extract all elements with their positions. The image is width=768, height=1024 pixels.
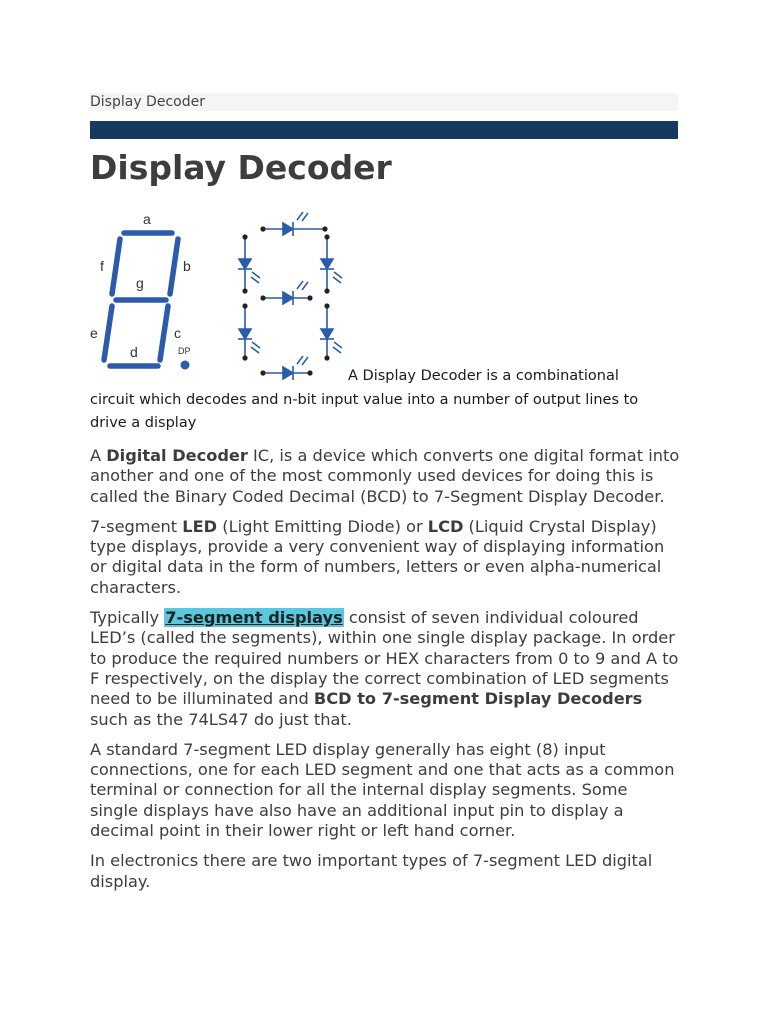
breadcrumb-label[interactable]: Display Decoder bbox=[90, 94, 205, 110]
bold-term: BCD to 7-segment Display Decoders bbox=[313, 689, 643, 709]
figure-caption-line1: A Display Decoder is a combinational bbox=[348, 368, 619, 384]
led-terminals bbox=[242, 226, 330, 376]
figure-caption-line2: circuit which decodes and n-bit input va… bbox=[90, 392, 639, 408]
paragraph-typically: Typically 7-segment displays consist of … bbox=[90, 608, 680, 730]
figure-caption-line3: drive a display bbox=[90, 415, 197, 431]
breadcrumb: Display Decoder bbox=[90, 93, 678, 111]
label-g: g bbox=[136, 275, 144, 291]
text-run: (Liquid Crystal Display) type displays, … bbox=[90, 516, 665, 597]
segment-e bbox=[101, 303, 115, 363]
bold-term: Digital Decoder bbox=[106, 446, 248, 465]
decimal-point bbox=[180, 360, 190, 370]
label-e: e bbox=[90, 325, 98, 341]
label-b: b bbox=[183, 258, 191, 274]
segment-c bbox=[157, 303, 171, 363]
label-f: f bbox=[100, 258, 104, 274]
text-run: IC, is a device which converts one digit… bbox=[90, 446, 680, 506]
figure-caption-continued: circuit which decodes and n-bit input va… bbox=[90, 389, 678, 435]
text-run: 7-segment bbox=[90, 516, 183, 536]
page-title: Display Decoder bbox=[90, 148, 392, 187]
paragraph-led-lcd: 7-segment LED (Light Emitting Diode) or … bbox=[90, 517, 680, 598]
text-run: consist of seven individual coloured LED… bbox=[90, 608, 679, 709]
text-run: (Light Emitting Diode) or bbox=[217, 516, 428, 536]
segment-f bbox=[109, 236, 123, 297]
text-run: Typically bbox=[90, 608, 165, 628]
label-d: d bbox=[130, 344, 138, 360]
label-dp: DP bbox=[178, 346, 191, 356]
paragraph-standard-display: A standard 7-segment LED display general… bbox=[90, 740, 680, 841]
text-run: A standard 7-segment LED display general… bbox=[90, 739, 675, 841]
label-c: c bbox=[174, 325, 181, 341]
display-figure: a b c d e f g DP bbox=[88, 206, 358, 386]
seven-segment-icon bbox=[101, 230, 181, 369]
seven-segment-diagram: a b c d e f g DP bbox=[90, 211, 343, 381]
text-run: In electronics there are two important t… bbox=[90, 851, 653, 891]
segment-b bbox=[167, 236, 181, 297]
article-body: A Digital Decoder IC, is a device which … bbox=[90, 446, 680, 902]
title-accent-bar bbox=[90, 121, 678, 139]
text-run: A bbox=[90, 446, 107, 465]
bold-term: LCD bbox=[427, 516, 464, 536]
paragraph-types: In electronics there are two important t… bbox=[90, 851, 680, 892]
paragraph-digital-decoder: A Digital Decoder IC, is a device which … bbox=[90, 446, 680, 507]
bold-term: LED bbox=[182, 516, 218, 536]
seven-segment-displays-link[interactable]: 7-segment displays bbox=[164, 608, 344, 628]
led-diode-icon bbox=[237, 211, 343, 381]
text-run: such as the 74LS47 do just that. bbox=[90, 709, 352, 729]
label-a: a bbox=[143, 211, 151, 227]
